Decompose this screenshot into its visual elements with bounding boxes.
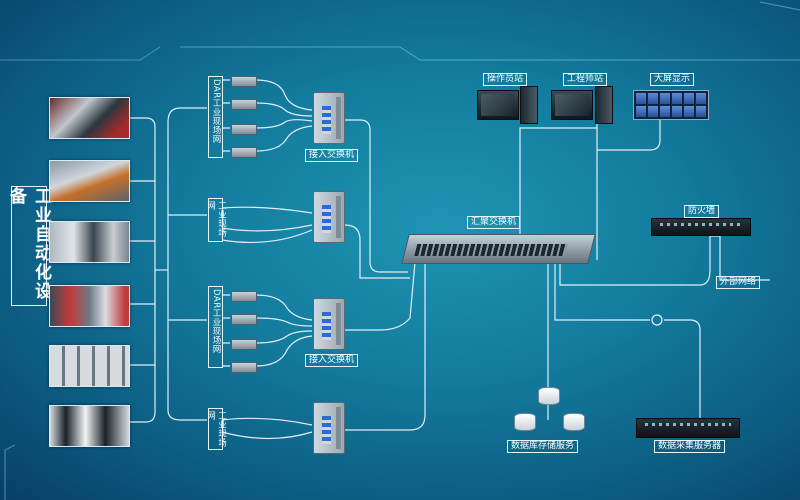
field-device — [231, 339, 257, 350]
video-wall — [633, 90, 709, 120]
field-device — [231, 291, 257, 302]
access-switch-2 — [313, 191, 345, 243]
panel-title: 工业自动化设备 — [6, 187, 51, 301]
network-label-1-text: DAR工业现场网 — [211, 79, 221, 144]
equipment-photo-controller — [49, 405, 130, 447]
database-icon — [563, 413, 585, 431]
field-device — [231, 362, 257, 373]
network-label-3-text: DAR工业现场网 — [211, 289, 221, 354]
equipment-photo-plc — [49, 345, 130, 387]
network-label-2: 工业现场网 — [206, 198, 227, 242]
panel-title-box: 工业自动化设备 — [6, 186, 51, 306]
access-switch-1 — [313, 92, 345, 144]
field-device — [231, 124, 257, 135]
access-switch-3 — [313, 298, 345, 350]
ops-station-monitor — [477, 90, 519, 120]
storage-server-label: 数据库存储服务 — [507, 440, 579, 453]
core-switch — [401, 234, 596, 264]
network-label-4: 工业现场网 — [206, 408, 227, 450]
equipment-photo-cnc — [49, 221, 130, 263]
ops-station-tower — [520, 86, 538, 124]
firewall-device — [651, 218, 751, 236]
access-switch-1-label: 接入交换机 — [305, 149, 359, 162]
video-wall-label: 大屏显示 — [650, 73, 695, 86]
data-server-label: 数据采集服务器 — [654, 440, 726, 453]
field-device — [231, 314, 257, 325]
network-label-4-text: 工业现场网 — [205, 411, 227, 447]
access-switch-3-label: 接入交换机 — [305, 354, 359, 367]
core-switch-label: 汇聚交换机 — [467, 216, 521, 229]
field-device — [231, 147, 257, 158]
firewall-label: 防火墙 — [684, 205, 720, 218]
access-switch-4 — [313, 402, 345, 454]
data-server-device — [636, 418, 740, 438]
eng-station-tower — [595, 86, 613, 124]
field-device — [231, 99, 257, 110]
eng-station-monitor — [551, 90, 593, 120]
network-label-2-text: 工业现场网 — [205, 201, 227, 237]
external-network-label: 外部网络 — [716, 276, 761, 289]
database-icon — [514, 413, 536, 431]
equipment-photo-robot — [49, 97, 130, 139]
network-label-1: DAR工业现场网 — [208, 76, 223, 158]
database-icon — [538, 387, 560, 405]
equipment-photo-cabinet — [49, 285, 130, 327]
equipment-photo-arm — [49, 160, 130, 202]
network-label-3: DAR工业现场网 — [208, 286, 223, 368]
ops-station-label: 操作员站 — [483, 73, 528, 86]
field-device — [231, 76, 257, 87]
eng-station-label: 工程师站 — [563, 73, 608, 86]
